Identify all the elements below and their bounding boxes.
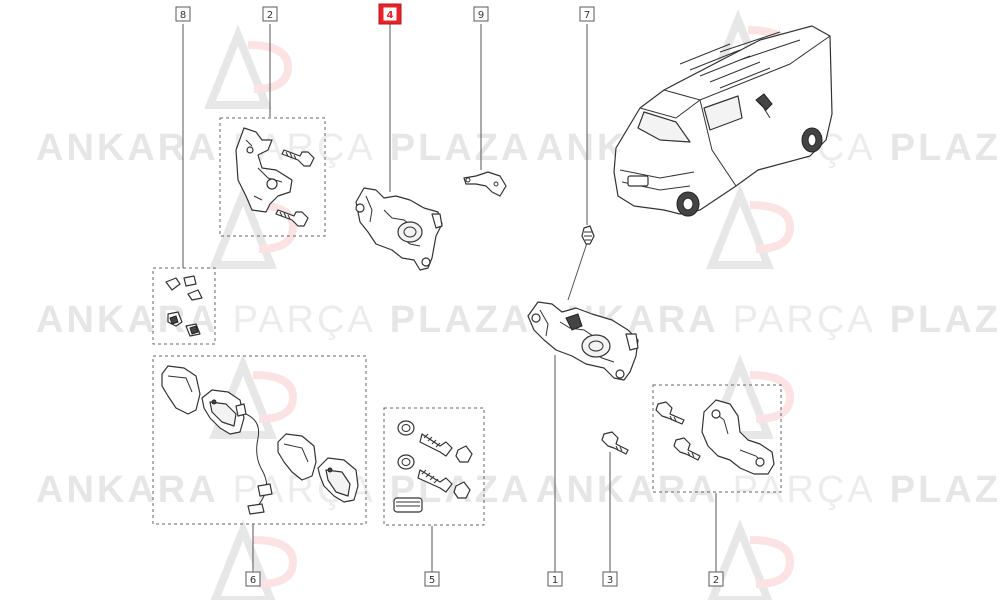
watermark-word-plaza: PLAZA (390, 127, 532, 169)
watermark-text: ANKARA PARÇA PLAZA ANKARA PARÇA PLAZA ANKARA… (36, 127, 1000, 511)
brake-pad-icon[interactable] (317, 457, 359, 503)
callout-8[interactable]: 8 (175, 6, 191, 22)
bolt-icon[interactable] (601, 431, 629, 455)
callout-number: 4 (387, 10, 394, 21)
watermark-word-ankara: ANKARA (36, 299, 219, 341)
watermark-word-parca: PARÇA (733, 299, 876, 341)
watermark-word-ankara: ANKARA (36, 469, 219, 511)
watermark-logo-icon (204, 24, 293, 109)
van-illustration-icon (613, 25, 833, 217)
watermark-logos (204, 9, 795, 600)
callout-5[interactable]: 5 (424, 571, 440, 587)
group-box-guide-kit (383, 407, 485, 526)
brake-caliper-icon[interactable] (527, 301, 639, 381)
callout-number: 5 (429, 575, 435, 586)
callout-number: 7 (584, 10, 590, 21)
callout-number: 2 (267, 10, 273, 21)
callout-7[interactable]: 7 (579, 6, 595, 22)
watermark-word-plaza: PLAZA (890, 299, 1000, 341)
watermark-logo-icon (210, 519, 298, 600)
watermark-word-parca: PARÇA (733, 469, 876, 511)
caliper-carrier-bracket-icon[interactable] (701, 399, 775, 475)
wear-sensor-icon[interactable] (235, 403, 273, 515)
group-box-carrier-bottom (652, 384, 782, 493)
bolt-icon[interactable] (673, 437, 701, 461)
watermark-logo-icon (706, 184, 795, 269)
callout-number: 2 (713, 575, 719, 586)
group-box-pads (152, 355, 367, 525)
watermark-word-plaza: PLAZA (890, 127, 1000, 169)
callout-2-bottom[interactable]: 2 (708, 571, 724, 587)
watermark-logo-icon (707, 519, 795, 600)
bolt-icon[interactable] (281, 149, 315, 167)
caliper-carrier-bracket-icon[interactable] (235, 127, 293, 213)
group-box-clips (152, 267, 216, 345)
brake-pad-icon[interactable] (161, 365, 201, 415)
callout-6[interactable]: 6 (245, 571, 261, 587)
hose-bracket-icon[interactable] (463, 171, 507, 197)
watermark-word-plaza: PLAZA (890, 469, 1000, 511)
callout-3[interactable]: 3 (602, 571, 618, 587)
callout-number: 3 (607, 575, 613, 586)
bolt-icon[interactable] (275, 209, 309, 227)
callout-number: 8 (180, 10, 186, 21)
bleed-screw-icon[interactable] (581, 225, 595, 245)
brake-pad-icon[interactable] (277, 433, 317, 481)
watermark-logo-icon (209, 184, 298, 269)
spring-clip-icon[interactable] (165, 275, 203, 337)
watermark-word-parca: PARÇA (233, 299, 376, 341)
group-box-carrier-top (219, 117, 326, 237)
watermark-word-plaza: PLAZA (390, 299, 532, 341)
callout-9[interactable]: 9 (473, 6, 489, 22)
brake-pad-icon[interactable] (201, 389, 245, 435)
callout-number: 1 (552, 575, 558, 586)
guide-pin-kit-icon[interactable] (393, 420, 473, 513)
brake-caliper-icon[interactable] (355, 187, 443, 271)
callout-number: 9 (478, 10, 484, 21)
watermark-word-ankara: ANKARA (36, 127, 219, 169)
callout-2-top[interactable]: 2 (262, 6, 278, 22)
leader-lines (182, 24, 717, 572)
callout-1[interactable]: 1 (547, 571, 563, 587)
bolt-icon[interactable] (655, 401, 685, 425)
callout-number: 6 (250, 575, 256, 586)
watermark-word-ankara: ANKARA (536, 469, 719, 511)
callout-4-highlighted[interactable]: 4 (378, 3, 402, 25)
